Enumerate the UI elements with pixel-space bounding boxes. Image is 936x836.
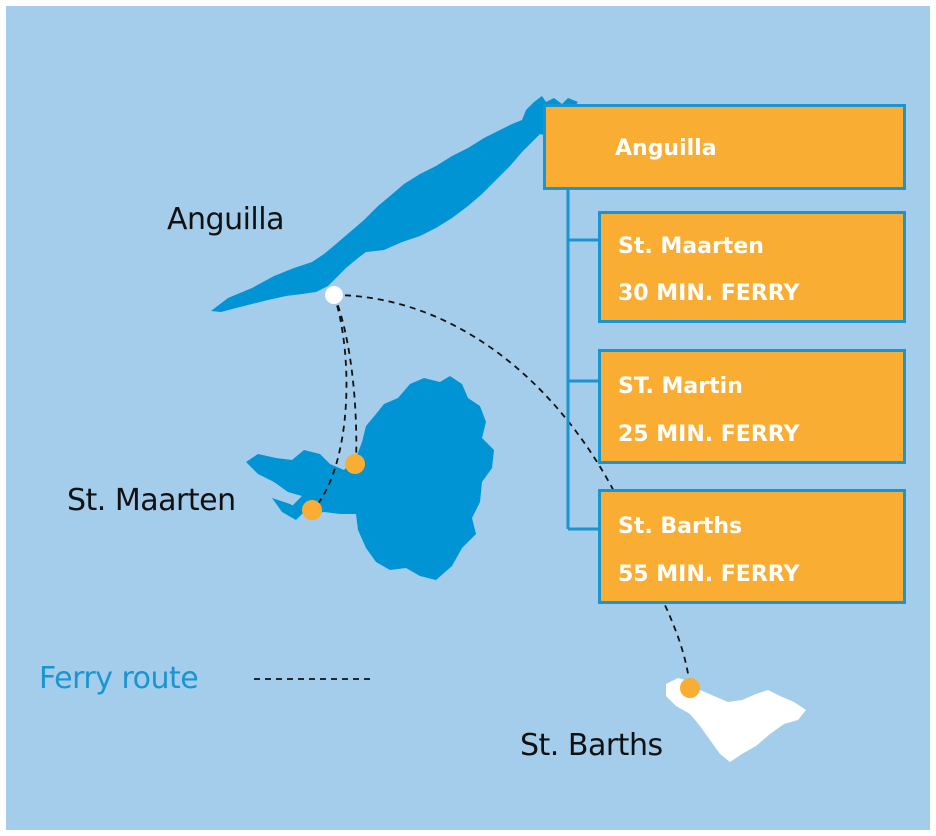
destination-name: St. Barths [618,514,743,539]
destination-box-st-barths: St. Barths 55 MIN. FERRY [598,489,906,604]
panel-header-box: Anguilla [543,104,906,190]
destination-box-st-martin: ST. Martin 25 MIN. FERRY [598,349,906,464]
destination-box-st-maarten: St. Maarten 30 MIN. FERRY [598,211,906,323]
st-maarten-port-dot-east [345,454,365,474]
ferry-route-st-maarten-east [333,294,358,465]
st-maarten-port-dot-west [302,500,322,520]
st-barths-island [666,678,806,762]
destination-name: ST. Martin [618,374,743,399]
ferry-route-st-barths [333,294,691,689]
destination-ferry-time: 55 MIN. FERRY [618,562,800,587]
map-canvas: Anguilla St. Maarten St. Barths Ferry ro… [6,6,930,830]
panel-connectors [566,188,600,531]
map-graphics [211,96,806,762]
ferry-route-st-maarten-west [312,294,348,511]
label-st-maarten: St. Maarten [67,483,236,518]
destination-ferry-time: 25 MIN. FERRY [618,422,800,447]
label-anguilla: Anguilla [167,202,284,237]
anguilla-island [211,96,578,312]
st-barths-port-dot [680,678,700,698]
st-maarten-island [246,376,494,580]
ferry-routes [254,294,691,689]
anguilla-port-dot [325,286,343,304]
legend-label: Ferry route [39,661,199,696]
destination-ferry-time: 30 MIN. FERRY [618,281,800,306]
panel-header: Anguilla [615,136,717,161]
destination-name: St. Maarten [618,234,764,259]
label-st-barths: St. Barths [520,728,663,763]
